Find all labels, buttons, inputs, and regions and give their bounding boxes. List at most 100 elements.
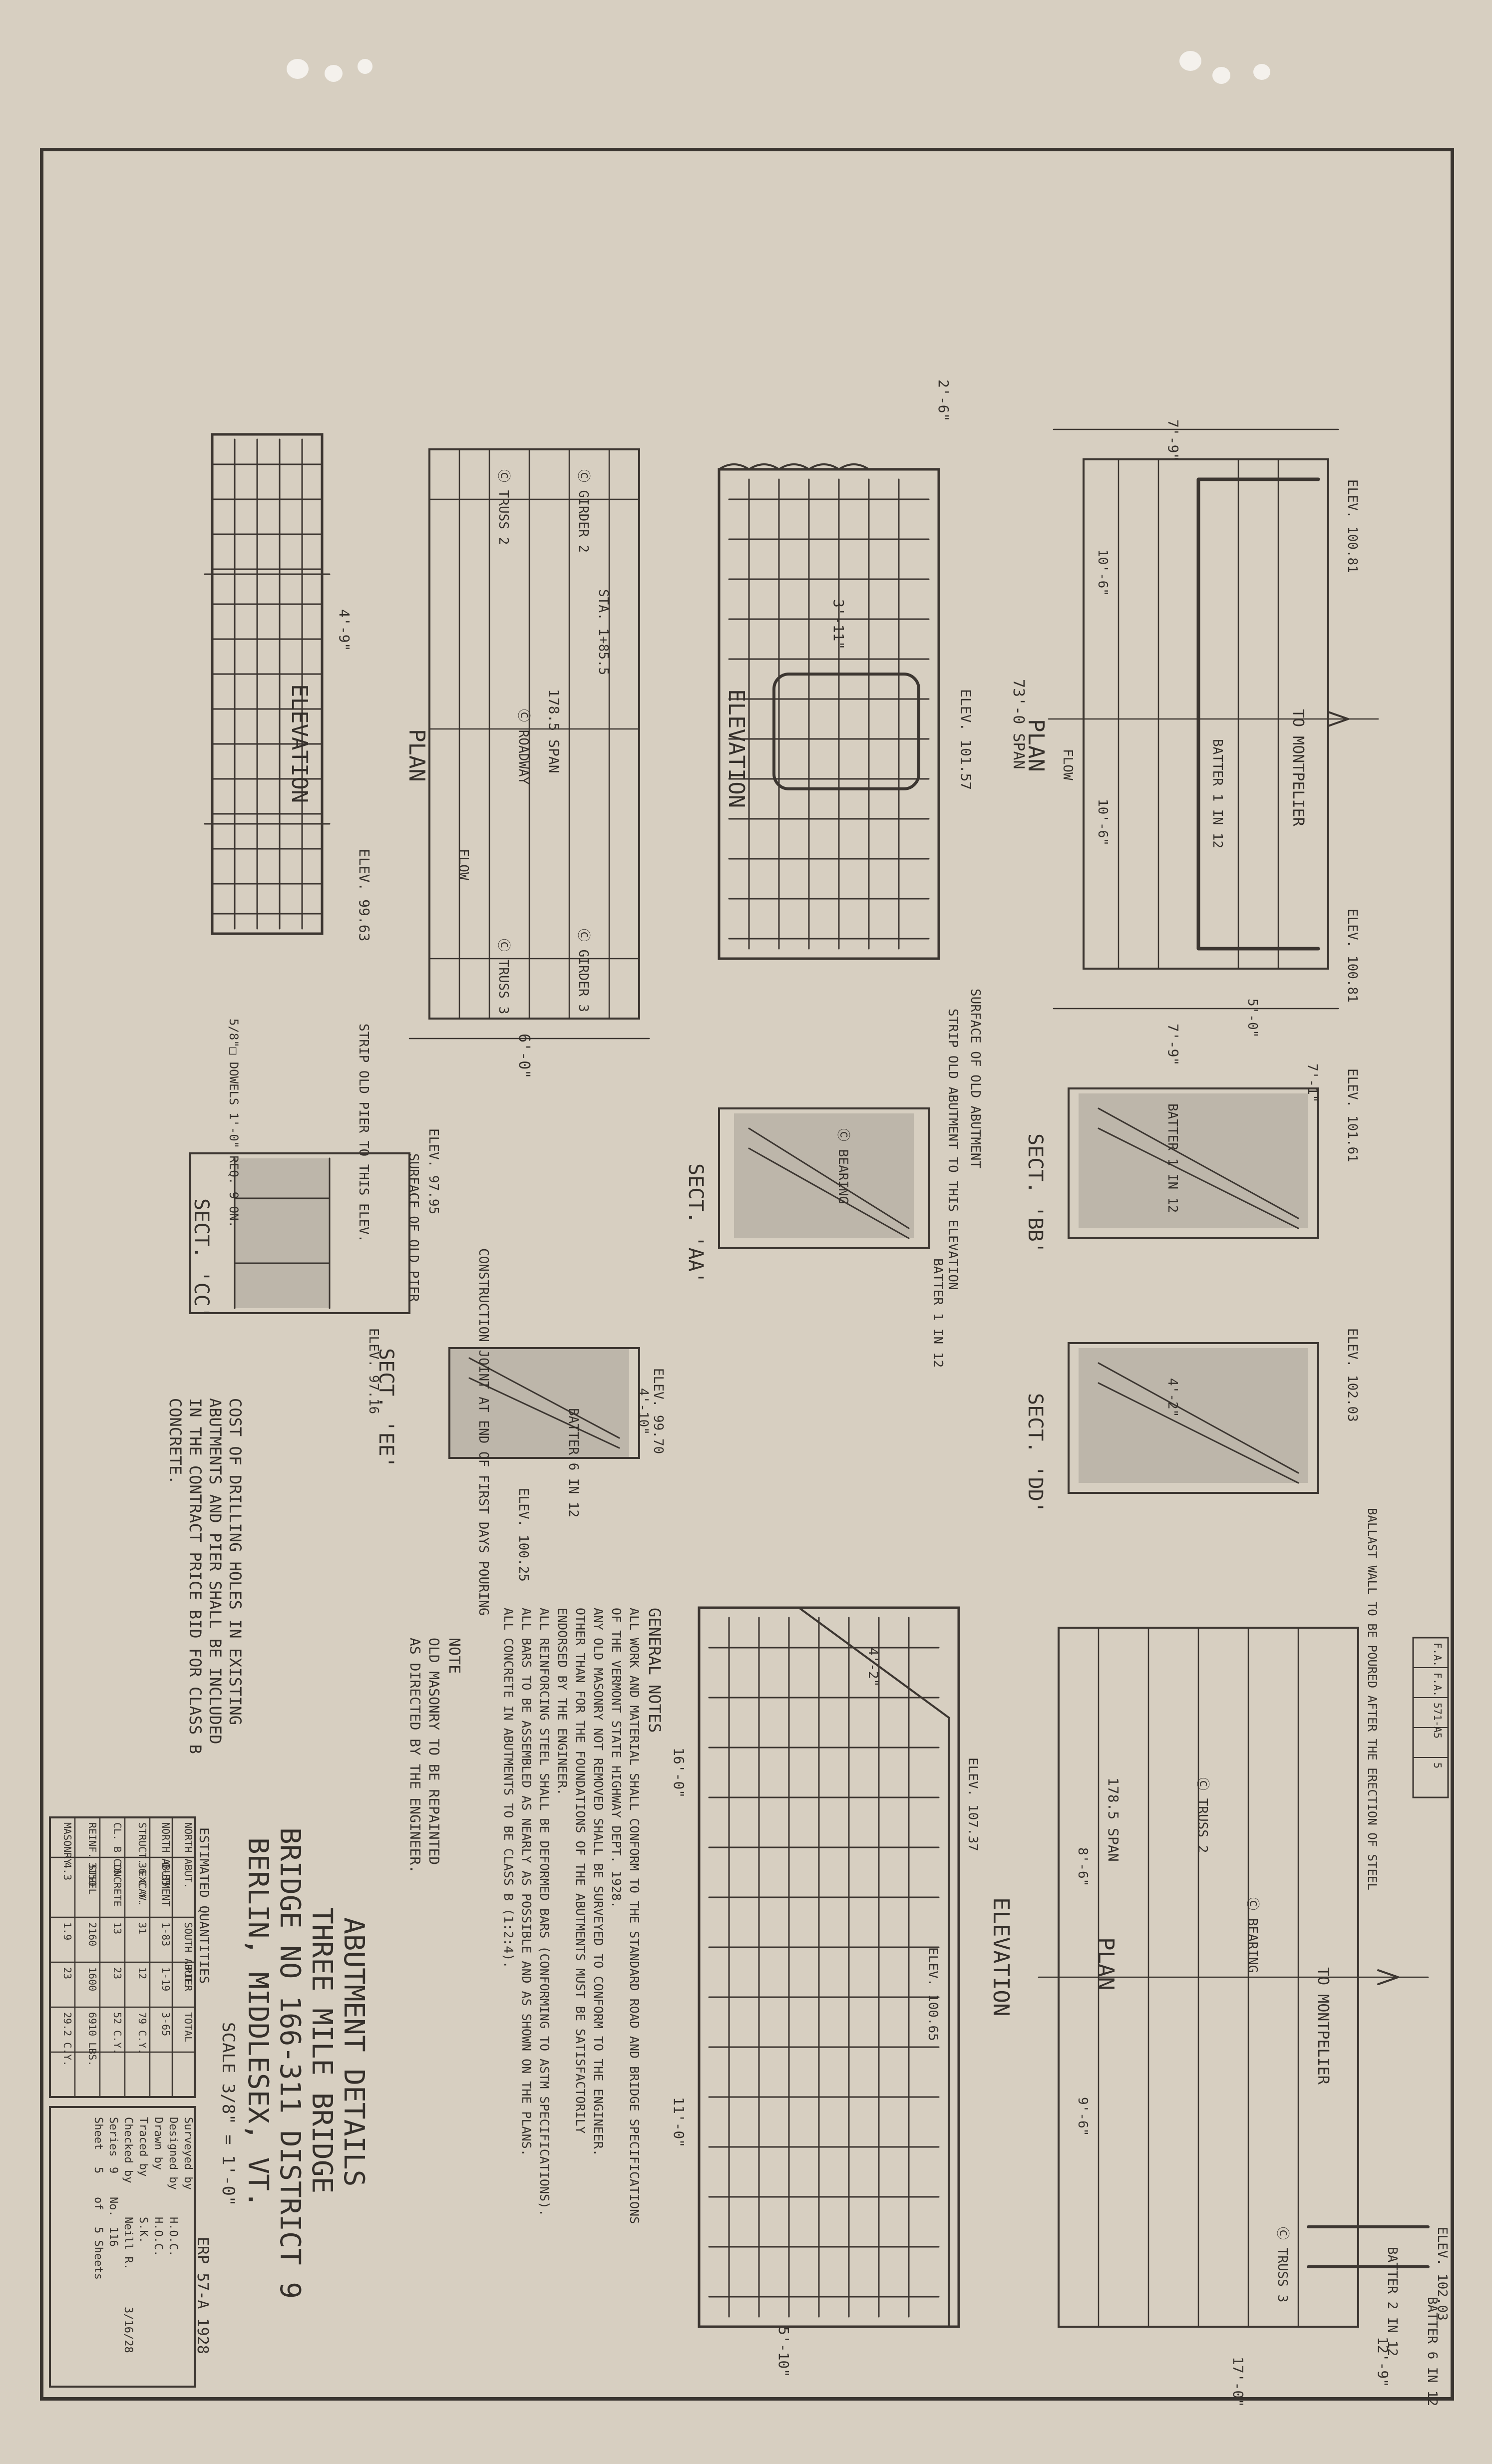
bearing-label: Ⓒ BEARING	[835, 1128, 850, 1204]
revision-cell: 5	[1432, 1762, 1444, 1768]
section-dd-view: SECT. 'DD' 4'-2" ELEV. 102.03 BALLAST WA…	[1024, 1328, 1379, 1890]
quantities-cell: 23	[61, 1967, 73, 1979]
quantities-cell: 29.2 C.Y.	[61, 2012, 73, 2066]
quantities-cell: 3150	[86, 1862, 98, 1886]
quantities-cell: MASONRY	[61, 1822, 73, 1864]
station-label: STA. 1+85.5	[596, 589, 611, 675]
truss-label: Ⓒ TRUSS 3	[1275, 2227, 1290, 2302]
signature-label: Checked by	[122, 2117, 134, 2183]
quantities-cell: 3-65	[160, 2012, 172, 2036]
quantities-cell: 16	[111, 1862, 123, 1874]
plan-top-view: PLAN Ⓒ TRUSS 2 Ⓒ GIRDER 2 Ⓒ TRUSS 3 Ⓒ GI…	[404, 448, 650, 1078]
plan-dimension: 5'-0"	[1245, 999, 1260, 1038]
flow-label: FLOW	[456, 849, 471, 880]
batter-label: BATTER 6 IN 12	[1425, 2297, 1440, 2406]
punch-hole	[325, 65, 343, 82]
plan-title: PLAN	[1093, 1937, 1119, 1990]
plan-width-dimension: 7'-9"	[1165, 1024, 1181, 1065]
general-notes-heading: GENERAL NOTES	[645, 1608, 664, 1733]
quantities-cell: 1.9	[61, 1922, 73, 1940]
batter-label: BATTER 1 IN 12	[1210, 739, 1225, 848]
signature-value: H.O.C.	[152, 2217, 164, 2256]
elevation-title: ELEVATION	[287, 684, 312, 803]
general-note-line: ALL BARS TO BE ASSEMBLED AS NEARLY AS PO…	[519, 1608, 534, 2156]
quantities-cell: STRUCT. EXCAV.	[136, 1822, 148, 1907]
masonry-note: NOTE OLD MASONRY TO BE REPAINTED AS DIRE…	[407, 1638, 463, 1873]
general-note-line: ALL WORK AND MATERIAL SHALL CONFORM TO T…	[627, 1608, 642, 2224]
flow-label: FLOW	[1060, 749, 1075, 780]
quantities-cell: NORTH ABUTMENT	[160, 1822, 172, 1907]
plan-dimension: 12'-9"	[1375, 2337, 1391, 2387]
punch-hole	[1179, 51, 1201, 71]
signature-value: 5	[92, 2167, 104, 2173]
signature-label: Drawn by	[152, 2117, 164, 2170]
title-line: ABUTMENT DETAILS	[338, 1917, 370, 2186]
drawing-border	[40, 148, 1454, 2401]
cost-note-line: ABUTMENTS AND PIER SHALL BE INCLUDED	[206, 1398, 225, 1745]
section-title: SECT. 'AA'	[684, 1163, 707, 1284]
section-dimension: 4'-10"	[636, 1388, 651, 1435]
signature-label: of	[92, 2197, 104, 2210]
batter-label: BATTER 6 IN 12	[566, 1408, 581, 1517]
quantities-cell: 79 C.Y.	[136, 2012, 148, 2054]
quantities-cell: REINF. STEEL	[86, 1822, 98, 1895]
quantities-cell: 1-83	[160, 1922, 172, 1946]
signature-label: Designed by	[167, 2117, 179, 2190]
elevation-dimension: 11'-0"	[671, 2097, 687, 2147]
cost-note: COST OF DRILLING HOLES IN EXISTING ABUTM…	[166, 1398, 245, 1754]
girder-label: Ⓒ GIRDER 3	[576, 929, 591, 1012]
elevation-note: ELEV. 101.57	[958, 689, 974, 790]
plan-width-dimension: 6'-0"	[515, 1034, 533, 1078]
general-notes: GENERAL NOTES ALL WORK AND MATERIAL SHAL…	[501, 1608, 664, 2224]
elevation-dimension: 4'-9"	[336, 609, 353, 651]
plan-title: PLAN	[1023, 719, 1049, 772]
general-note-line: ALL REINFORCING STEEL SHALL BE DEFORMED …	[537, 1608, 552, 2216]
signature-date: 3/16/28	[122, 2307, 134, 2353]
general-note-line: ENDORSED BY THE ENGINEER.	[555, 1608, 570, 1795]
masonry-note-heading: NOTE	[445, 1638, 463, 1674]
ballast-wall-note: BALLAST WALL TO BE POURED AFTER THE EREC…	[1365, 1508, 1379, 1890]
punch-hole	[287, 59, 309, 79]
signature-value: Neill R.	[122, 2217, 134, 2270]
quantities-cell: 52 C.Y.	[111, 2012, 123, 2054]
signature-label: Surveyed by	[182, 2117, 194, 2190]
elevation-dimension: 4'-2"	[865, 1648, 880, 1687]
signature-block: Surveyed by Designed by H.O.C. Drawn by …	[49, 2106, 196, 2388]
general-note-line: OTHER THAN FOR THE FOUNDATIONS OF THE AB…	[573, 1608, 588, 2134]
batter-label: BATTER 1 IN 12	[930, 1258, 945, 1368]
truss-label: Ⓒ TRUSS 2	[496, 469, 511, 545]
girder-label: Ⓒ GIRDER 2	[576, 469, 591, 553]
truss-label: Ⓒ TRUSS 2	[1195, 1777, 1210, 1853]
truss-label: Ⓒ TRUSS 3	[496, 939, 511, 1014]
quantities-header: NORTH ABUT.	[182, 1822, 194, 1888]
bar-callout: 2'-6"	[935, 379, 952, 421]
masonry-note-text: OLD MASONRY TO BE REPAINTED	[426, 1638, 442, 1865]
plan-elevation: ELEV. 100.81	[1345, 479, 1360, 573]
elevation-dimension: 16'-0"	[671, 1748, 687, 1798]
signature-label: No.	[107, 2197, 119, 2217]
section-title: SECT. 'DD'	[1024, 1393, 1047, 1513]
plan-elevation: ELEV. 102.03	[1435, 2227, 1450, 2321]
quantities-cell: 2160	[86, 1922, 98, 1946]
elevation-title: ELEVATION	[724, 689, 749, 808]
elevation-note: ELEV. 107.37	[965, 1758, 980, 1851]
signature-value: 5 Sheets	[92, 2227, 104, 2280]
plan-dimension: 10'-6"	[1095, 549, 1110, 596]
quantities-cell: 1600	[86, 1967, 98, 1991]
plan-dimension: 17'-0"	[1230, 2357, 1246, 2407]
surface-old-abutment-note: SURFACE OF OLD ABUTMENT	[968, 989, 983, 1168]
direction-label: TO MONTPELIER	[1289, 709, 1307, 827]
general-note-line: ALL CONCRETE IN ABUTMENTS TO BE CLASS B …	[501, 1608, 516, 1968]
revision-box: F.A. F.A. 571-A 5 5	[1412, 1637, 1449, 1798]
signature-value: 116	[107, 2227, 119, 2247]
signature-label: Sheet	[92, 2117, 104, 2150]
plan-width-dimension: 7'-9"	[1165, 419, 1181, 461]
signature-label: Series	[107, 2117, 119, 2156]
elevation-note: ELEV. 97.16	[366, 1328, 381, 1414]
title-block: ABUTMENT DETAILS THREE MILE BRIDGE BRIDG…	[194, 1827, 370, 2354]
section-bb-view: SECT. 'BB' BATTER 1 IN 12 7'-1" ELEV. 10…	[1024, 1063, 1360, 1254]
plan-elevation: ELEV. 100.81	[1345, 909, 1360, 1003]
elevation-note: ELEV. 102.03	[1345, 1328, 1360, 1422]
elevation-title: ELEVATION	[988, 1897, 1014, 2016]
section-cc-view: SECT. 'CC' ELEV. 97.95 ELEV. 97.16 SURFA…	[189, 1019, 441, 1414]
